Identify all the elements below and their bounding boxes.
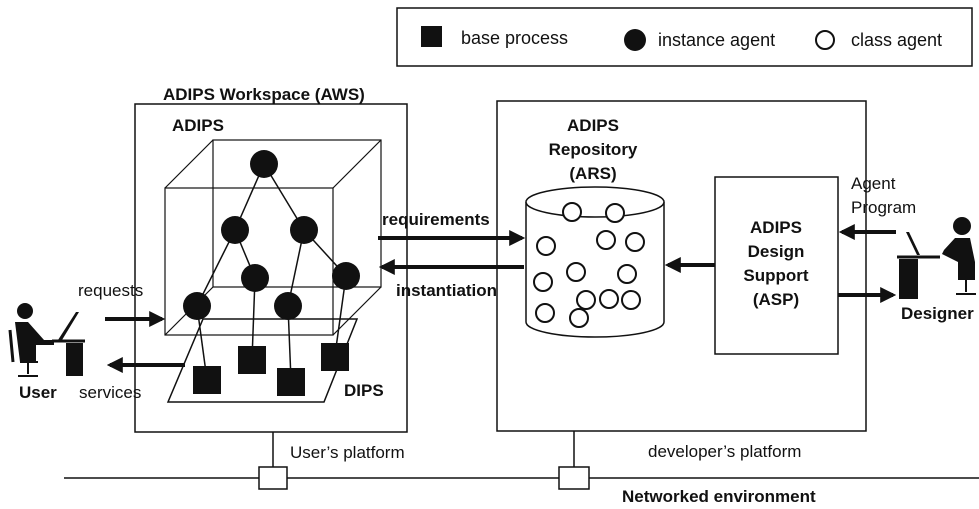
adips-label: ADIPS [172,116,224,135]
legend-instance-agent-icon [624,29,646,51]
instance-agent [274,292,302,320]
adips-cube [164,139,382,336]
ars-label-line2: Repository [549,140,638,159]
legend: base process instance agent class agent [396,7,973,67]
class-agent [535,303,555,323]
base-process [238,346,266,374]
instance-agent [332,262,360,290]
class-agent [625,232,645,252]
legend-base-process-icon [421,26,442,47]
instance-agent [250,150,278,178]
class-agent [566,262,586,282]
user-platform-node [258,466,288,490]
legend-class-agent-label: class agent [851,30,942,50]
asp-label-line3: Support [743,266,808,285]
legend-class-agent-icon [815,30,835,50]
requests-label: requests [78,281,143,300]
legend-base-process-label: base process [461,28,568,48]
base-processes [193,343,349,396]
network-label: Networked environment [622,487,816,506]
designer-icon [897,217,976,299]
class-agent [562,202,582,222]
instance-agent [183,292,211,320]
asp-box [714,176,839,355]
services-label: services [79,383,141,402]
requirements-label: requirements [382,210,490,229]
legend-box [396,7,973,67]
flow-arrows [105,224,897,373]
instantiation-label: instantiation [396,281,497,300]
class-agent [621,290,641,310]
legend-instance-agent-label: instance agent [658,30,775,50]
asp-label-line4: (ASP) [753,290,799,309]
class-agent [596,230,616,250]
class-agents [533,202,645,328]
base-process [321,343,349,371]
developer-platform-label: developer’s platform [648,442,801,461]
class-agent [569,308,589,328]
user-icon [8,303,85,377]
class-agent [605,203,625,223]
base-process [193,366,221,394]
instance-agents [183,150,360,320]
asp-label-line2: Design [748,242,805,261]
agent-program-label-line1: Agent [851,174,896,193]
class-agent [533,272,553,292]
dips-plane [166,318,359,403]
class-agent [536,236,556,256]
user-platform-label: User’s platform [290,443,405,462]
class-agent [576,290,596,310]
ars-label-line1: ADIPS [567,116,619,135]
aws-title: ADIPS Workspace (AWS) [163,85,365,104]
base-process [277,368,305,396]
developer-platform-node [558,466,590,490]
instance-agent [221,216,249,244]
network [64,431,979,490]
dips-label: DIPS [344,381,384,400]
class-agent [617,264,637,284]
ars-label-line3: (ARS) [569,164,616,183]
instance-agent [290,216,318,244]
asp-label-line1: ADIPS [750,218,802,237]
instance-agent [241,264,269,292]
user-label: User [19,383,57,402]
class-agent [599,289,619,309]
designer-label: Designer [901,304,974,323]
agent-program-label-line2: Program [851,198,916,217]
